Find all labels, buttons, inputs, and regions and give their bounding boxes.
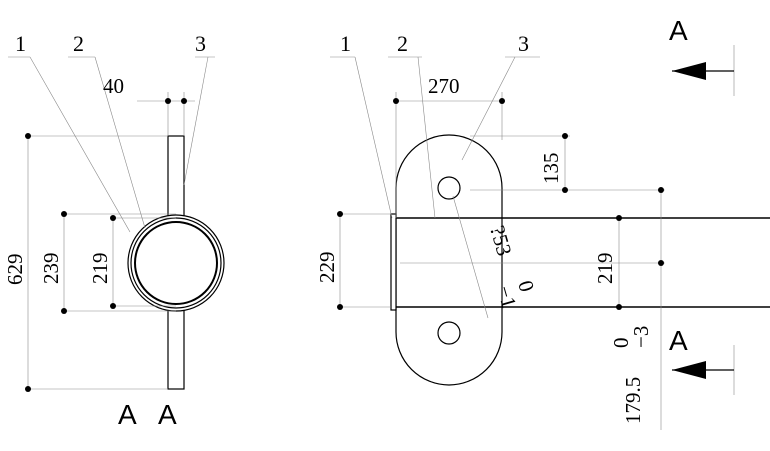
hole-diameter-leader xyxy=(452,195,489,319)
leader-1-label: 1 xyxy=(15,31,26,56)
top-hole xyxy=(437,176,461,200)
dim-239: 239 xyxy=(39,253,63,285)
leader-2-right xyxy=(417,56,436,219)
leader-3-left xyxy=(183,56,209,186)
dim-179-5: 179.5 xyxy=(621,377,645,424)
section-label-a-left: A xyxy=(118,399,137,430)
flange xyxy=(390,213,397,311)
leader-2-left xyxy=(94,56,146,229)
leader-3-right xyxy=(461,56,516,161)
right-view: 1 2 3 270 135 229 219 179.5 xyxy=(315,15,770,430)
leader-1-label-right: 1 xyxy=(340,31,351,56)
leader-3-label: 3 xyxy=(195,31,206,56)
dim-135: 135 xyxy=(539,153,563,185)
leader-2-label-right: 2 xyxy=(397,31,408,56)
section-label-a-right: A xyxy=(158,399,177,430)
hanger-plate xyxy=(395,134,503,386)
pipe-circle xyxy=(134,221,218,305)
section-arrow-top xyxy=(672,62,706,80)
dim-229: 229 xyxy=(315,252,339,284)
section-marker-top: A xyxy=(669,15,688,46)
section-marker-bottom: A xyxy=(669,325,688,356)
leader-1-right xyxy=(354,56,393,219)
bottom-hole xyxy=(437,321,461,345)
left-view: 1 2 3 40 629 239 219 A A xyxy=(3,31,225,430)
leader-2-label: 2 xyxy=(73,31,84,56)
section-arrow-bottom xyxy=(672,361,706,379)
dim-40: 40 xyxy=(103,74,124,98)
dim-629: 629 xyxy=(3,254,27,286)
dim-219-left: 219 xyxy=(88,253,112,285)
dim-219-right: 219 xyxy=(593,253,617,285)
dim-179-5-tol-upper: 0 xyxy=(609,338,633,349)
dim-179-5-tol-lower: −3 xyxy=(629,326,653,348)
leader-1-left xyxy=(29,56,131,233)
leader-3-label-right: 3 xyxy=(518,31,529,56)
dim-270: 270 xyxy=(428,74,460,98)
